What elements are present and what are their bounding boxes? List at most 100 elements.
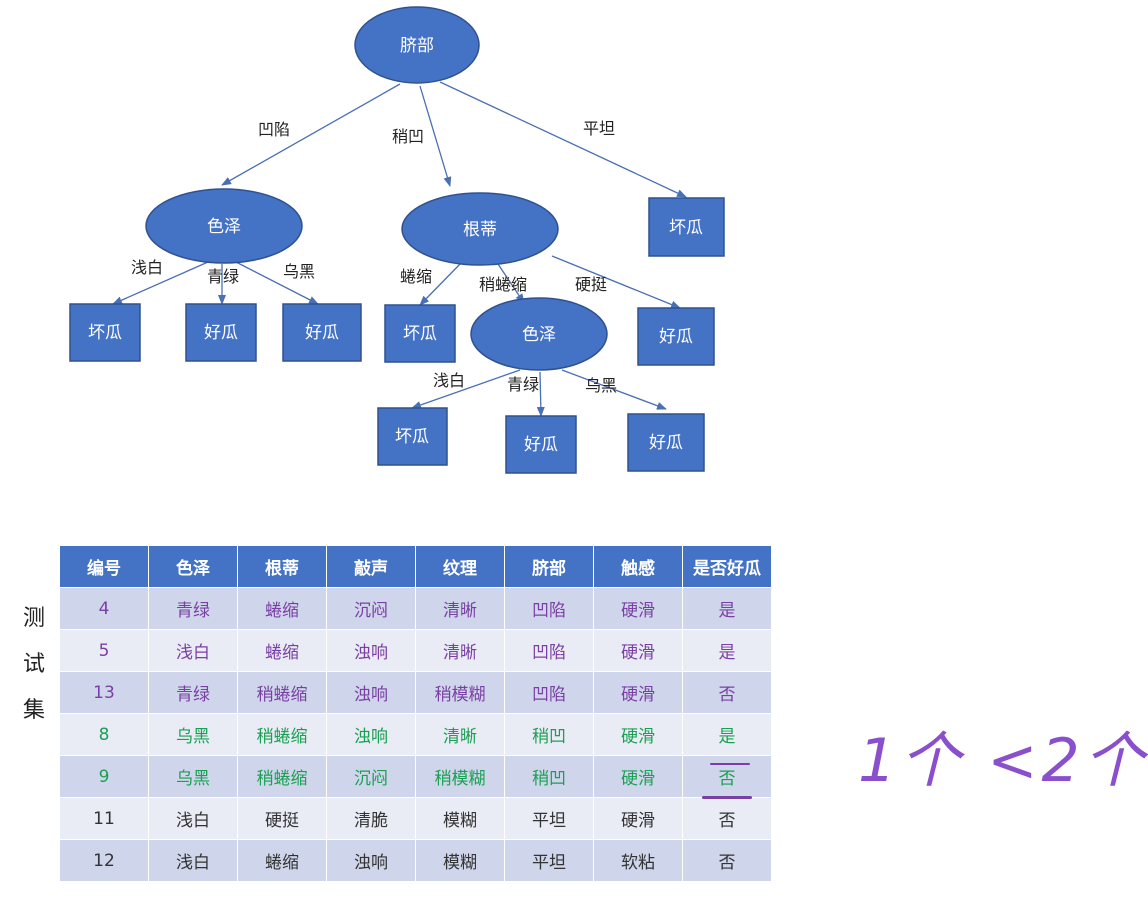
col-header-touch: 触感	[593, 545, 683, 588]
table-cell: 凹陷	[504, 671, 594, 714]
edge-root-mid	[419, 85, 452, 187]
table-cell: 清晰	[415, 587, 505, 630]
col-header-color: 色泽	[148, 545, 238, 588]
col-header-root: 根蒂	[237, 545, 327, 588]
table-cell: 浊响	[326, 629, 416, 672]
node-root-stem-label: 根蒂	[463, 220, 497, 240]
table-cell: 清晰	[415, 629, 505, 672]
handwritten-overline	[710, 763, 750, 765]
leaf-sub-a-label: 坏瓜	[395, 427, 429, 447]
edge-root-right	[439, 81, 687, 198]
table-cell: 稍模糊	[415, 671, 505, 714]
decision-tree-diagram: 凹陷 稍凹 平坦 浅白 青绿 乌黑 蜷缩 稍蜷缩 硬挺 浅白 青绿 乌黑 脐部 …	[69, 6, 725, 474]
table-cell: 青绿	[148, 587, 238, 630]
leaf-left-c: 好瓜	[282, 303, 362, 362]
node-root-stem: 根蒂	[401, 192, 559, 266]
table-cell: 否	[682, 839, 772, 882]
table-row: 13 青绿 稍蜷缩 浊响 稍模糊 凹陷 硬滑 否	[59, 671, 772, 714]
table-cell: 硬滑	[593, 713, 683, 756]
table-cell: 硬滑	[593, 797, 683, 840]
table-cell: 青绿	[148, 671, 238, 714]
table-cell: 平坦	[504, 839, 594, 882]
leaf-mid-left: 坏瓜	[384, 304, 456, 363]
table-cell: 平坦	[504, 797, 594, 840]
table-row: 5 浅白 蜷缩 浊响 清晰 凹陷 硬滑 是	[59, 629, 772, 672]
table-cell: 浊响	[326, 671, 416, 714]
edge-root-left	[221, 83, 401, 186]
table-row: 9 乌黑 稍蜷缩 沉闷 稍模糊 稍凹 硬滑 否	[59, 755, 772, 798]
node-color-left: 色泽	[145, 188, 303, 264]
edge-label-left-b: 青绿	[207, 267, 239, 286]
leaf-mid-right: 好瓜	[637, 307, 715, 366]
leaf-sub-b: 好瓜	[505, 415, 577, 474]
table-cell: 稍蜷缩	[237, 671, 327, 714]
table-cell: 凹陷	[504, 587, 594, 630]
leaf-mid-left-label: 坏瓜	[403, 324, 437, 344]
root-node-label: 脐部	[400, 36, 434, 56]
edge-label-sub-a: 浅白	[433, 371, 465, 390]
table-cell: 硬滑	[593, 755, 683, 798]
leaf-left-b-label: 好瓜	[204, 323, 238, 343]
edge-sub-b	[536, 371, 545, 417]
table-cell: 模糊	[415, 839, 505, 882]
edge-mid-a	[419, 261, 463, 306]
table-cell: 否	[682, 755, 772, 798]
node-color-sub-label: 色泽	[522, 325, 556, 345]
table-row: 12 浅白 蜷缩 浊响 模糊 平坦 软粘 否	[59, 839, 772, 882]
leaf-mid-right-label: 好瓜	[659, 327, 693, 347]
table-cell: 硬滑	[593, 587, 683, 630]
table-cell: 是	[682, 713, 772, 756]
table-cell: 沉闷	[326, 755, 416, 798]
test-set-table: 编号 色泽 根蒂 敲声 纹理 脐部 触感 是否好瓜 4 青绿 蜷缩 沉闷 清晰 …	[59, 545, 772, 882]
table-cell: 浊响	[326, 839, 416, 882]
table-cell: 稍模糊	[415, 755, 505, 798]
col-header-texture: 纹理	[415, 545, 505, 588]
table-row: 8 乌黑 稍蜷缩 浊响 清晰 稍凹 硬滑 是	[59, 713, 772, 756]
table-cell: 11	[59, 797, 149, 840]
table-cell: 清晰	[415, 713, 505, 756]
edge-label-left-a: 浅白	[131, 258, 163, 277]
handwritten-annotation: 1个 <2个	[858, 726, 1148, 796]
leaf-right-bad-label: 坏瓜	[669, 218, 703, 238]
leaf-left-a: 坏瓜	[69, 303, 141, 362]
node-color-sub: 色泽	[470, 297, 608, 371]
table-cell: 蜷缩	[237, 629, 327, 672]
edge-sub-a	[411, 369, 521, 409]
test-set-char-2: 试	[22, 652, 45, 677]
node-color-left-label: 色泽	[207, 217, 241, 237]
table-cell: 硬挺	[237, 797, 327, 840]
test-set-char-3: 集	[22, 698, 45, 723]
leaf-right-bad: 坏瓜	[648, 197, 725, 257]
table-cell: 硬滑	[593, 629, 683, 672]
table-cell: 沉闷	[326, 587, 416, 630]
table-row: 4 青绿 蜷缩 沉闷 清晰 凹陷 硬滑 是	[59, 587, 772, 630]
table-cell: 稍凹	[504, 755, 594, 798]
table-header-row: 编号 色泽 根蒂 敲声 纹理 脐部 触感 是否好瓜	[59, 545, 772, 588]
root-node-navel: 脐部	[354, 6, 480, 84]
col-header-sound: 敲声	[326, 545, 416, 588]
table-cell: 软粘	[593, 839, 683, 882]
edge-label-root-left: 凹陷	[258, 120, 290, 139]
col-header-navel: 脐部	[504, 545, 594, 588]
test-set-char-1: 测	[22, 606, 45, 631]
leaf-sub-c: 好瓜	[627, 413, 705, 472]
table-cell: 13	[59, 671, 149, 714]
edge-label-left-c: 乌黑	[283, 262, 315, 281]
table-cell: 浅白	[148, 629, 238, 672]
col-header-good: 是否好瓜	[682, 545, 772, 588]
table-cell: 模糊	[415, 797, 505, 840]
table-cell: 4	[59, 587, 149, 630]
leaf-left-b: 好瓜	[185, 303, 257, 362]
edge-label-root-right: 平坦	[583, 119, 615, 138]
edge-sub-c	[561, 369, 667, 410]
table-cell: 否	[682, 797, 772, 840]
edge-label-mid-c: 硬挺	[575, 275, 607, 294]
table-cell: 清脆	[326, 797, 416, 840]
leaf-sub-b-label: 好瓜	[524, 435, 558, 455]
table-cell: 浅白	[148, 839, 238, 882]
table-cell: 乌黑	[148, 713, 238, 756]
edge-label-sub-c: 乌黑	[585, 376, 617, 395]
leaf-sub-a: 坏瓜	[377, 407, 448, 466]
table-cell: 凹陷	[504, 629, 594, 672]
table-cell: 硬滑	[593, 671, 683, 714]
